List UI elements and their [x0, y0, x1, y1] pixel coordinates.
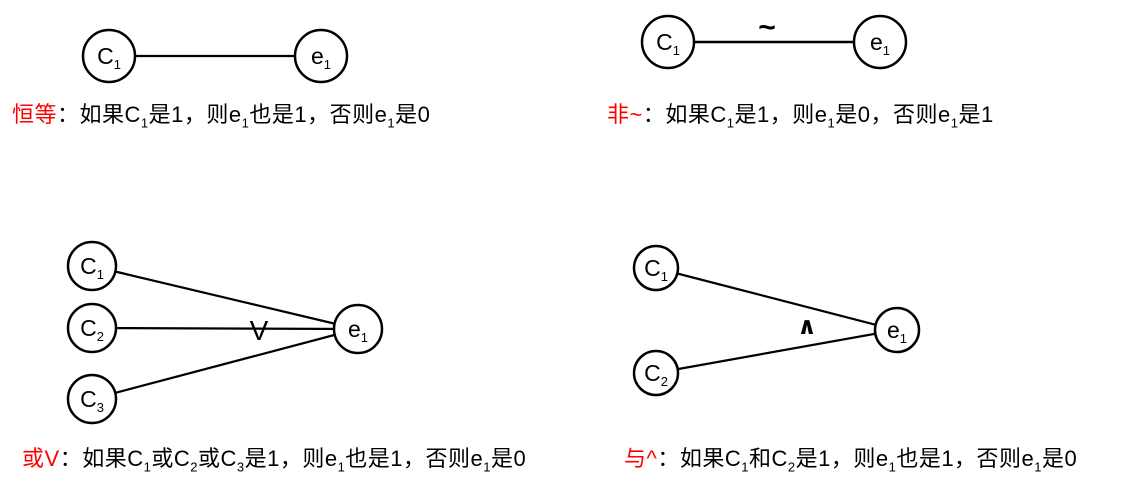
node-e1 [852, 14, 908, 70]
caption-text: 如果C1和C2是1，则e1也是1，否则e1是0 [679, 446, 1078, 475]
diagram-or: V C1 C2 C3 e1 [66, 240, 384, 425]
edge-c2-e1 [91, 326, 358, 331]
caption-colon: ： [57, 102, 80, 127]
node-c1 [66, 240, 118, 292]
caption-text: 如果C1是1，则e1也是1，否则e1是0 [79, 102, 431, 131]
edge-c3-e1 [91, 327, 358, 401]
caption-or: 或V：如果C1或C2或C3是1，则e1也是1，否则e1是0 [22, 444, 526, 474]
caption-text: 如果C1或C2或C3是1，则e1也是1，否则e1是0 [82, 446, 527, 475]
tilde-symbol: ~ [758, 11, 776, 44]
node-e1-label: e1 [311, 43, 331, 72]
edge-c1-e1 [91, 264, 358, 331]
node-c1 [81, 28, 137, 84]
caption-keyword: 或V [22, 446, 60, 471]
diagram-not: ~ C1 e1 [640, 11, 908, 70]
node-c3 [66, 373, 118, 425]
node-c1-label: C1 [656, 29, 680, 58]
caption-text: 如果C1是1，则e1是0，否则e1是1 [665, 102, 994, 131]
node-c3-label: C3 [80, 386, 104, 415]
node-e1 [293, 28, 349, 84]
edge-c2-e1 [655, 328, 897, 375]
node-c1-label: C1 [97, 43, 121, 72]
caption-not: 非~：如果C1是1，则e1是0，否则e1是1 [607, 100, 994, 130]
node-c2-label: C2 [644, 360, 668, 389]
node-c1 [640, 14, 696, 70]
node-e1-label: e1 [870, 29, 890, 58]
diagram-and: ∧ C1 C2 e1 [632, 244, 921, 397]
node-c2 [632, 349, 680, 397]
node-c2 [66, 302, 118, 354]
caption-colon: ： [59, 446, 83, 471]
node-c1 [632, 244, 680, 292]
node-e1-label: e1 [887, 317, 907, 346]
node-c1-label: C1 [80, 253, 104, 282]
caption-colon: ： [642, 102, 666, 127]
caption-identity: 恒等：如果C1是1，则e1也是1，否则e1是0 [12, 100, 430, 130]
node-e1 [332, 303, 384, 355]
diagram-identity: C1 e1 [81, 28, 349, 84]
caption-keyword: 恒等 [12, 102, 58, 127]
edge-c1-e1 [655, 266, 897, 332]
node-e1 [873, 306, 921, 354]
node-e1-label: e1 [348, 316, 368, 345]
caption-and: 与^：如果C1和C2是1，则e1也是1，否则e1是0 [624, 444, 1077, 474]
caption-keyword: 与^ [624, 446, 658, 471]
node-c1-label: C1 [644, 255, 668, 284]
vee-symbol: V [250, 315, 269, 346]
node-c2-label: C2 [80, 315, 104, 344]
caption-colon: ： [657, 446, 680, 471]
wedge-symbol: ∧ [797, 313, 817, 340]
caption-keyword: 非~ [607, 102, 643, 127]
